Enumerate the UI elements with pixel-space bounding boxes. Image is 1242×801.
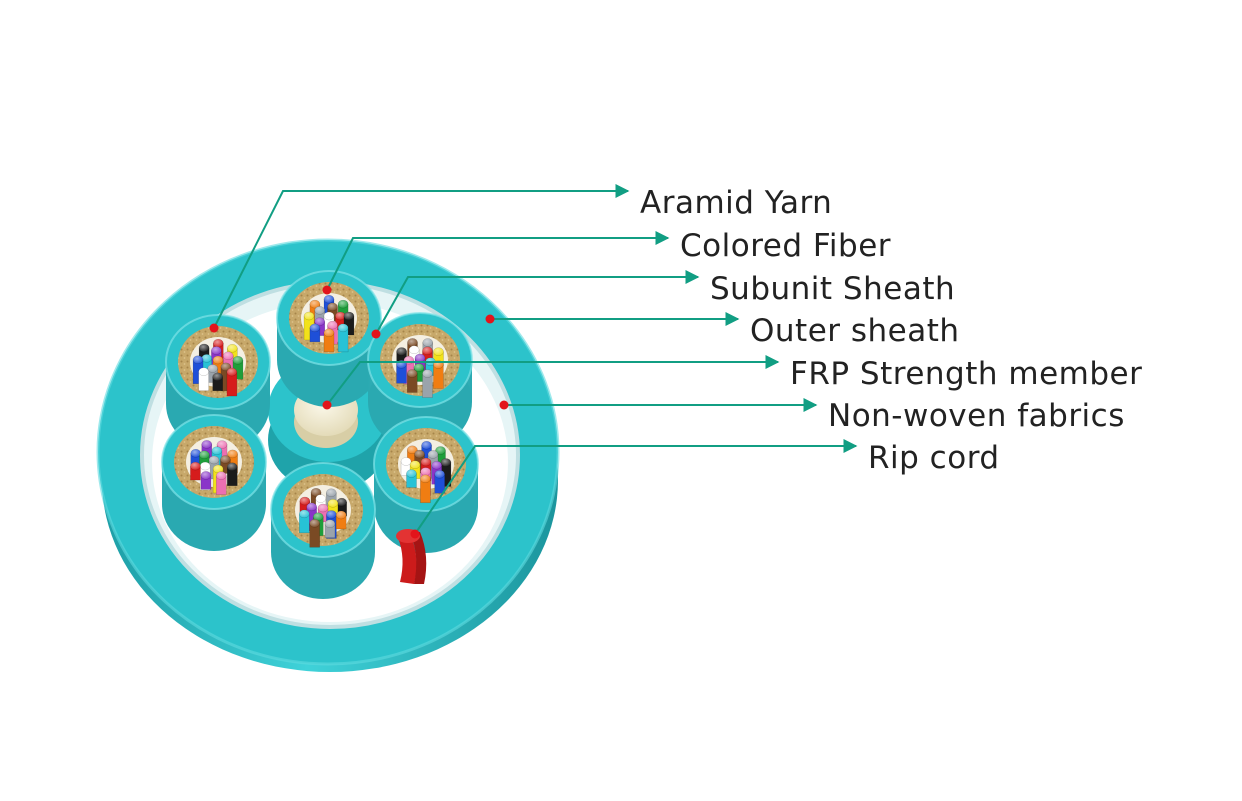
colored-fiber — [192, 355, 204, 385]
colored-fiber — [215, 471, 227, 495]
colored-fiber — [299, 509, 310, 534]
colored-fiber — [434, 469, 445, 494]
rip-cord-strand-1 — [398, 538, 417, 584]
colored-fiber — [190, 461, 201, 481]
colored-fiber — [408, 345, 420, 365]
rip-cord — [396, 529, 427, 584]
leader-line — [375, 270, 700, 335]
leader-line — [213, 184, 630, 329]
leader-line — [326, 355, 780, 406]
callout-label: Subunit Sheath — [710, 271, 955, 307]
anchor-dot — [499, 400, 509, 410]
colored-fiber — [335, 311, 346, 331]
colored-fiber — [422, 369, 433, 398]
colored-fiber — [303, 311, 315, 341]
anchor-dot — [485, 314, 495, 324]
colored-fiber — [420, 474, 431, 504]
colored-fiber — [324, 519, 336, 538]
colored-fiber — [309, 323, 321, 343]
colored-fiber — [406, 369, 418, 393]
callout-label: Colored Fiber — [680, 228, 891, 264]
cable-interior — [161, 270, 479, 599]
subunit — [270, 462, 376, 599]
colored-fiber — [406, 469, 417, 488]
colored-fiber — [335, 510, 347, 530]
colored-fiber — [216, 440, 228, 464]
anchor-dot — [410, 529, 420, 539]
callout-outer-sheath: Outer sheath — [485, 312, 960, 349]
callout-label: Non-woven fabrics — [828, 398, 1125, 434]
colored-fiber — [227, 462, 238, 487]
colored-fiber — [421, 440, 432, 465]
subunit — [161, 414, 267, 551]
callout-label: FRP Strength member — [790, 356, 1142, 392]
rip-cord-strand-2 — [410, 532, 427, 584]
leader-line — [414, 439, 858, 535]
subunit — [373, 416, 479, 553]
callout-label: Outer sheath — [750, 313, 960, 349]
colored-fiber — [323, 328, 335, 353]
colored-fiber — [440, 458, 452, 487]
subunit — [367, 312, 473, 449]
callout-colored-fiber: Colored Fiber — [322, 228, 891, 295]
colored-fiber — [200, 471, 212, 490]
callout-non-woven-fabrics: Non-woven fabrics — [499, 398, 1125, 434]
colored-fiber — [413, 363, 425, 382]
colored-fiber — [207, 364, 218, 383]
colored-fiber — [337, 323, 349, 353]
colored-fiber — [433, 360, 444, 389]
callout-rip-cord: Rip cord — [410, 439, 1000, 539]
colored-fiber — [396, 360, 407, 384]
colored-fiber — [198, 367, 209, 391]
callout-label: Rip cord — [868, 440, 1000, 476]
anchor-dot — [371, 329, 381, 339]
colored-fiber — [343, 311, 355, 336]
anchor-dot — [322, 400, 332, 410]
leader-line — [326, 231, 670, 291]
colored-fiber — [201, 354, 213, 378]
subunit — [276, 270, 382, 407]
callout-subunit-sheath: Subunit Sheath — [371, 270, 955, 339]
colored-fiber — [212, 372, 223, 392]
anchor-dot — [209, 323, 219, 333]
colored-fiber — [220, 362, 232, 392]
colored-fiber — [309, 519, 320, 548]
callout-aramid-yarn: Aramid Yarn — [209, 184, 832, 333]
callout-label: Aramid Yarn — [640, 185, 832, 221]
anchor-dot — [322, 285, 332, 295]
callout-frp-strength-member: FRP Strength member — [322, 355, 1142, 410]
colored-fiber — [226, 367, 238, 397]
